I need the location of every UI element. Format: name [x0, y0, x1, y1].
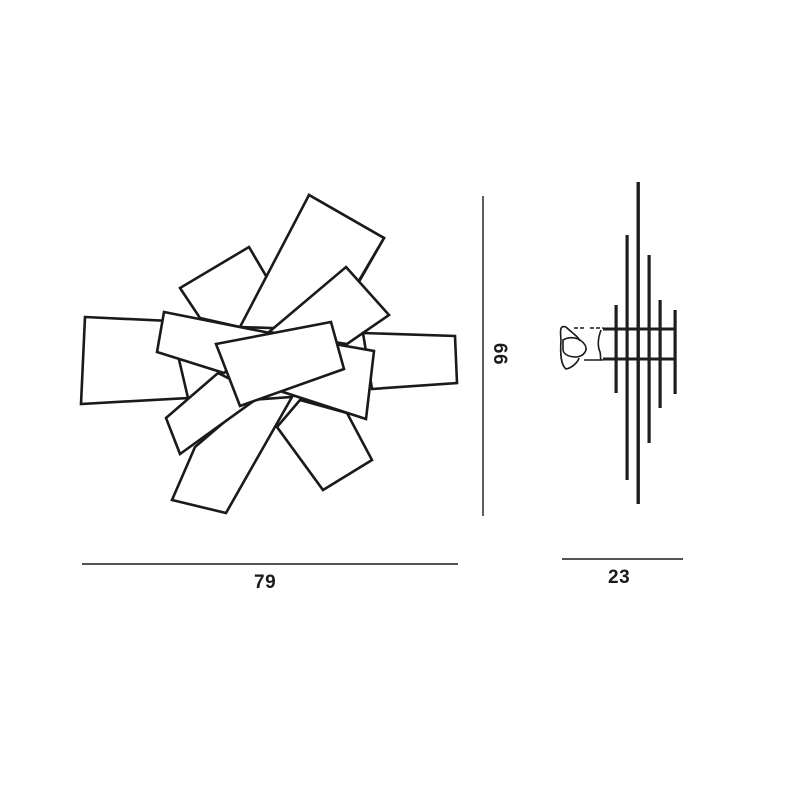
depth-dimension-label: 23 — [608, 567, 631, 588]
mount-bracket — [559, 325, 603, 370]
side-bar-5 — [658, 300, 662, 408]
side-rod-upper — [603, 327, 676, 331]
panel-bottom-right — [275, 398, 374, 492]
side-bar-4 — [647, 255, 651, 443]
side-view — [559, 182, 677, 504]
panel-left-mid — [155, 310, 273, 375]
side-bar-6 — [673, 310, 677, 394]
panel-far-right — [361, 331, 459, 391]
panel-center — [214, 320, 346, 408]
side-rod-lower — [603, 357, 676, 361]
height-dimension-label: 66 — [489, 342, 511, 366]
front-view — [79, 193, 459, 515]
side-bar-1 — [614, 305, 618, 393]
panel-right-upper — [265, 265, 391, 346]
width-dimension-label: 79 — [254, 572, 277, 593]
side-bar-3 — [636, 182, 640, 504]
